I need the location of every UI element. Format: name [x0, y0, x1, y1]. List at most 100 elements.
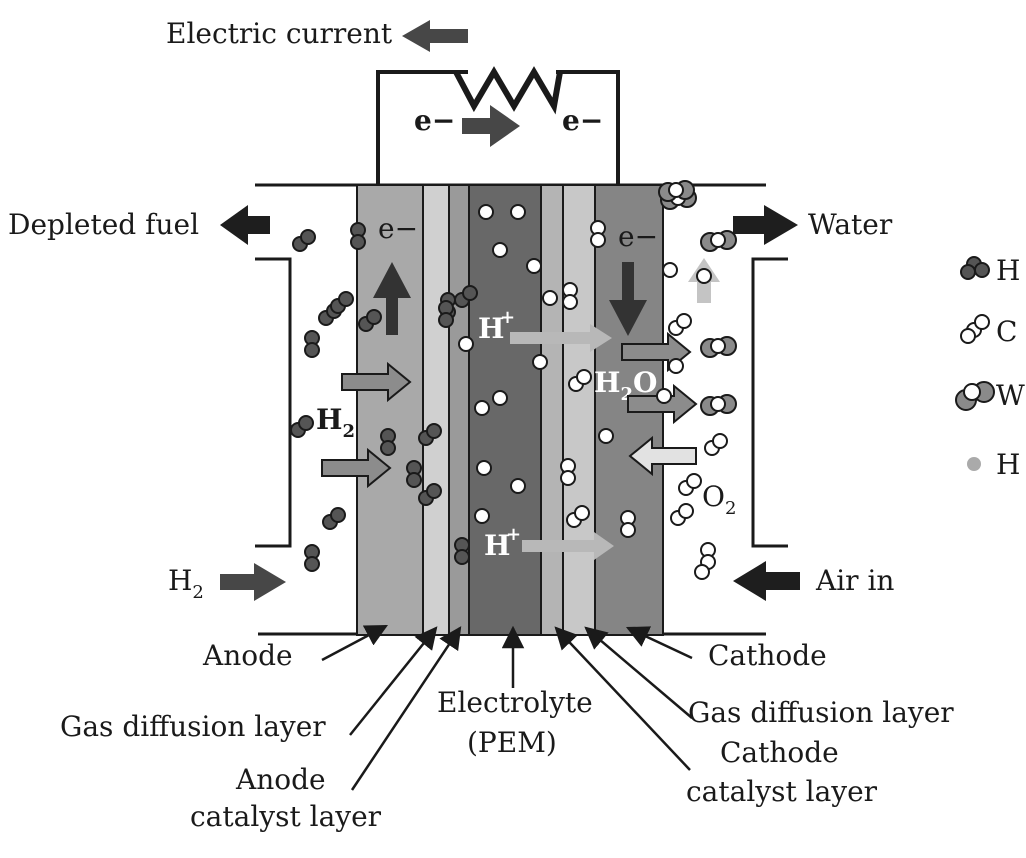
cathode-gas-diffusion-layer: [562, 184, 596, 636]
water-product-label: H2O: [594, 366, 657, 405]
oxygen-molecule-icon: [526, 258, 542, 274]
hydrogen-molecule-icon: [418, 423, 442, 446]
water-molecule-icon: [700, 336, 737, 358]
oxygen-molecule-icon: [474, 508, 490, 524]
oxygen-molecule-icon: [542, 290, 558, 306]
oxygen-molecule-icon: [478, 204, 494, 220]
hydrogen-molecule-icon: [454, 537, 470, 565]
electron-label-left: e−: [414, 104, 455, 137]
layer-pointer-lines: [321, 624, 693, 791]
o2-in-arrow-icon: [628, 435, 697, 477]
hydrogen-molecule-icon: [292, 229, 316, 252]
oxygen-molecule-icon: [568, 369, 592, 392]
oxygen-molecule-icon: [670, 503, 694, 526]
h2-flow-arrow-icon: [321, 447, 392, 489]
oxygen-molecule-icon: [700, 542, 716, 570]
water-molecule-icon: [700, 230, 737, 252]
oxygen-molecule-icon: [704, 433, 728, 456]
oxygen-molecule-icon: [590, 220, 606, 248]
legend-label-oxygen: C: [996, 315, 1017, 348]
electrolyte-label-line2: (PEM): [467, 726, 557, 759]
cathode-catalyst-layer: [540, 184, 564, 636]
anode-electron-label: e−: [378, 212, 418, 245]
oxygen-molecule-icon: [656, 388, 672, 404]
electric-current-label: Electric current: [166, 17, 393, 50]
oxygen-molecule-icon: [458, 336, 474, 352]
proton-arrow-icon-top: [510, 324, 612, 352]
legend-label-hydrogen: H: [996, 254, 1020, 287]
proton-label-bottom: H: [484, 529, 510, 562]
cathode-catalyst-label-line1: Cathode: [720, 736, 839, 769]
hydrogen-molecule-icon: [304, 544, 320, 572]
hydrogen-molecule-icon: [304, 330, 320, 358]
water-molecule-icon: [700, 394, 737, 416]
oxygen-molecule-icon: [562, 282, 578, 310]
water-outlet-label: Water: [808, 208, 893, 241]
proton-sup-top: +: [500, 307, 515, 328]
oxygen-molecule-icon: [474, 400, 490, 416]
depleted-fuel-arrow-icon: [220, 205, 270, 245]
hydrogen-molecule-icon: [438, 300, 454, 328]
legend-oxygen-icon: [960, 314, 990, 344]
proton-arrow-icon-bottom: [522, 532, 614, 560]
depleted-fuel-label: Depleted fuel: [8, 208, 199, 241]
anode-catalyst-label-line2: catalyst layer: [190, 800, 382, 833]
legend-proton-icon: [967, 457, 981, 471]
electron-label-right: e−: [562, 104, 603, 137]
cathode-catalyst-label-line2: catalyst layer: [686, 775, 878, 808]
oxygen-molecule-icon: [668, 313, 692, 336]
air-in-label: Air in: [815, 564, 894, 597]
proton-label-top: H: [478, 312, 504, 345]
anode-catalyst-layer: [448, 184, 470, 636]
hydrogen-molecule-icon: [322, 507, 346, 530]
oxygen-molecule-icon: [678, 473, 702, 496]
oxygen-molecule-icon: [510, 204, 526, 220]
oxygen-molecule-icon: [620, 510, 636, 538]
anode-layer: [356, 184, 424, 636]
oxygen-molecule-icon: [476, 460, 492, 476]
hydrogen-molecule-icon: [330, 291, 354, 314]
anode-label: Anode: [202, 639, 293, 672]
electrolyte-label-line1: Electrolyte: [437, 686, 593, 719]
legend-label-water: W: [996, 379, 1025, 412]
oxygen-molecule-icon: [560, 458, 576, 486]
oxygen-molecule-icon: [662, 262, 678, 278]
oxygen-molecule-icon: [566, 505, 590, 528]
legend: H C W H: [955, 254, 1025, 481]
h2-flow-label: H2: [316, 403, 355, 442]
oxygen-molecule-icon: [510, 478, 526, 494]
h2-inlet-label: H2: [168, 564, 204, 603]
oxygen-molecule-icon: [668, 358, 684, 374]
hydrogen-molecule-icon: [418, 483, 442, 506]
oxygen-molecule-icon: [598, 428, 614, 444]
oxygen-molecule-icon: [532, 354, 548, 370]
water-molecule-icon: [658, 180, 695, 202]
anode-gas-diffusion-layer: [422, 184, 450, 636]
anode-catalyst-label-line1: Anode: [235, 763, 326, 796]
hydrogen-molecule-icon: [454, 285, 478, 308]
oxygen-molecule-icon: [492, 390, 508, 406]
hydrogen-molecule-icon: [358, 309, 382, 332]
cathode-electron-down-arrow-icon: [609, 262, 647, 336]
electric-current-arrow-icon: [402, 20, 468, 52]
resistor-icon: [453, 66, 563, 115]
o2-flow-label: O2: [702, 480, 736, 519]
legend-label-proton: H: [996, 448, 1020, 481]
hydrogen-molecule-icon: [406, 460, 422, 488]
hydrogen-molecule-icon: [350, 222, 366, 250]
h2-flow-arrow-icon: [341, 361, 412, 403]
external-circuit: [376, 66, 620, 185]
cathode-label: Cathode: [708, 639, 827, 672]
legend-hydrogen-icon: [960, 256, 990, 280]
h2-inlet-arrow-icon: [220, 563, 286, 601]
oxygen-molecule-icon: [696, 268, 712, 284]
proton-sup-bottom: +: [506, 524, 521, 545]
air-in-arrow-icon: [733, 561, 800, 601]
gas-diffusion-layer-right-label: Gas diffusion layer: [688, 696, 954, 729]
anode-electron-up-arrow-icon: [373, 262, 411, 335]
legend-water-icon: [955, 381, 995, 411]
hydrogen-molecule-icon: [380, 428, 396, 456]
oxygen-molecule-icon: [492, 242, 508, 258]
hydrogen-molecule-icon: [290, 415, 314, 438]
